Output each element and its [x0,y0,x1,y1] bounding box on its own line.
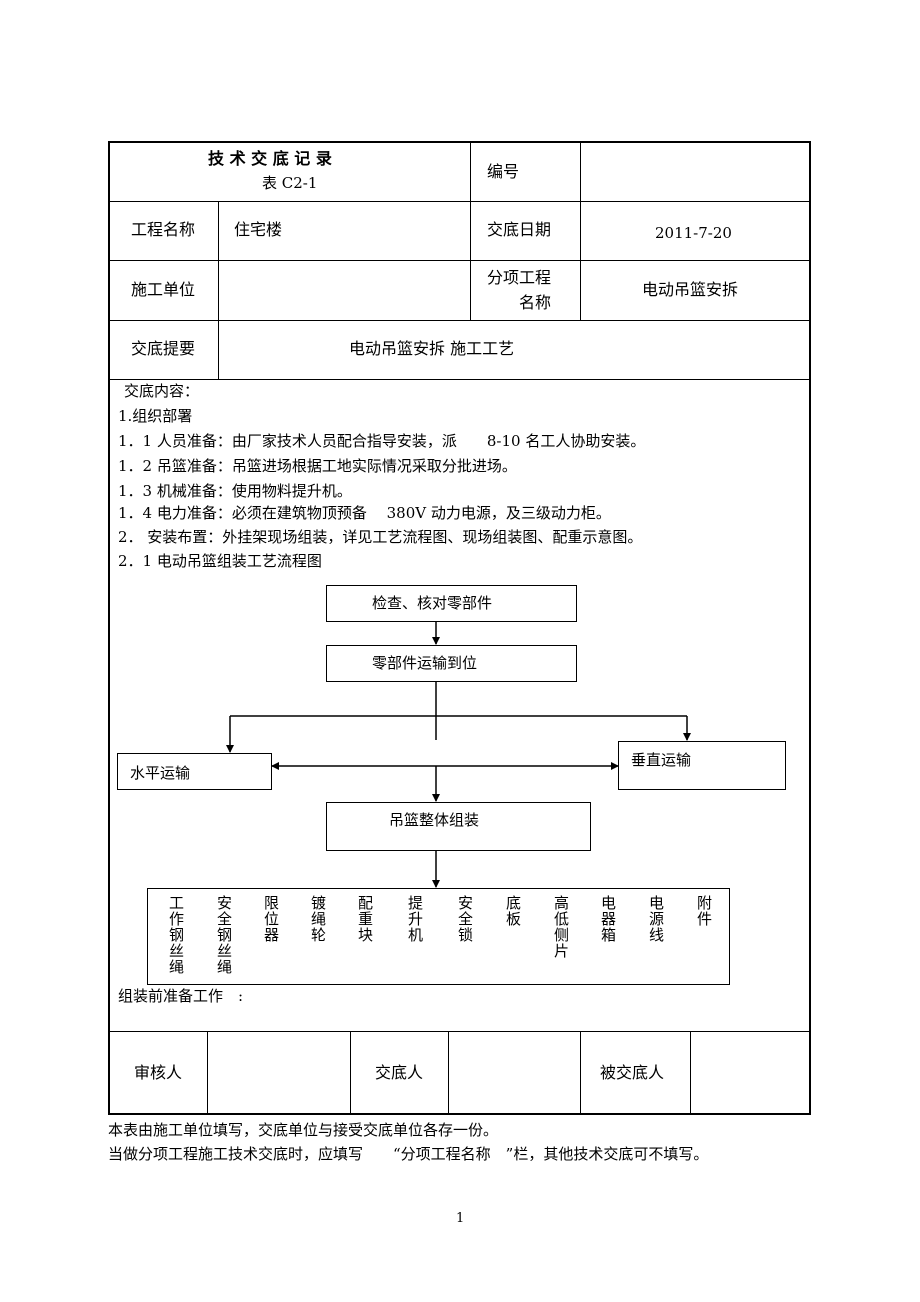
summary-label: 交底提要 [131,339,196,358]
form-code: 表 C2-1 [262,174,318,192]
component-label: 电器箱 [599,895,617,943]
footnote: 本表由施工单位填写，交底单位与接受交底单位各存一份。 [108,1121,499,1139]
component-label: 限位器 [262,895,280,943]
col-divider [350,1031,351,1114]
flow-step-transport-label: 零部件运输到位 [372,654,478,672]
prep-work-label: 组装前准备工作 : [118,987,244,1005]
col-divider [580,1031,581,1114]
component-label: 底板 [504,895,522,927]
component-label: 提升机 [406,895,424,943]
content-line: 2．1 电动吊篮组装工艺流程图 [118,552,322,570]
recipient-label: 被交底人 [600,1063,665,1082]
row-divider [108,260,811,261]
content-line: 1．4 电力准备：必须在建筑物顶预备 380V 动力电源，及三级动力柜。 [118,504,611,522]
flow-step-assembly: 吊篮整体组装 [326,802,591,851]
flow-vertical-transport: 垂直运输 [618,741,786,790]
flow-step-inspect-label: 检查、核对零部件 [372,594,493,612]
col-divider [470,141,471,320]
content-heading: 交底内容： [124,382,200,400]
component-label: 安全锁 [456,895,474,943]
flow-horizontal-transport-label: 水平运输 [130,764,191,782]
form-title: 技 术 交 底 记 录 [208,149,332,168]
col-divider [448,1031,449,1114]
flow-step-inspect: 检查、核对零部件 [326,585,577,622]
content-line: 1.组织部署 [118,407,193,425]
flow-horizontal-transport: 水平运输 [117,753,272,790]
component-label: 配重块 [356,895,374,943]
date-label: 交底日期 [487,220,552,239]
row-divider [108,1031,811,1032]
component-label: 工作钢丝绳 [167,895,185,975]
flow-vertical-transport-label: 垂直运输 [631,751,692,769]
page-number: 1 [456,1211,465,1226]
number-label: 编号 [487,162,520,181]
component-label: 电源线 [647,895,665,943]
table-border-top [108,141,811,143]
table-border-left [108,141,110,1115]
flow-step-assembly-label: 吊篮整体组装 [389,811,480,829]
content-line: 2． 安装布置：外挂架现场组装，详见工艺流程图、现场组装图、配重示意图。 [118,528,643,546]
col-divider [690,1031,691,1114]
table-border-bottom [108,1113,811,1115]
flow-step-transport: 零部件运输到位 [326,645,577,682]
construction-unit-label: 施工单位 [131,280,196,299]
col-divider [207,1031,208,1114]
row-divider [108,379,811,380]
content-line: 1．1 人员准备：由厂家技术人员配合指导安装，派 8-10 名工人协助安装。 [118,432,646,450]
footnote: 当做分项工程施工技术交底时，应填写 “分项工程名称 ”栏，其他技术交底可不填写。 [108,1145,709,1163]
component-label: 附件 [695,895,713,927]
content-line: 1．2 吊篮准备：吊篮进场根据工地实际情况采取分批进场。 [118,457,517,475]
component-label: 镀绳轮 [309,895,327,943]
content-line: 1．3 机械准备：使用物料提升机。 [118,482,352,500]
component-label: 安全钢丝绳 [215,895,233,975]
row-divider [108,201,811,202]
col-divider [218,201,219,379]
date-value[interactable]: 2011-7-20 [655,224,732,242]
sub-project-value[interactable]: 电动吊篮安拆 [642,280,739,299]
project-name-value[interactable]: 住宅楼 [234,220,283,239]
discloser-label: 交底人 [375,1063,424,1082]
sub-project-label-line1: 分项工程 [487,268,552,287]
row-divider [108,320,811,321]
project-name-label: 工程名称 [131,220,196,239]
sub-project-label-line2: 名称 [519,293,552,312]
col-divider [580,141,581,320]
table-border-right [809,141,811,1115]
reviewer-label: 审核人 [134,1063,183,1082]
flow-components: 工作钢丝绳 安全钢丝绳 限位器 镀绳轮 配重块 提升机 安全锁 底板 高低侧片 … [147,888,730,985]
component-label: 高低侧片 [552,895,570,959]
summary-value[interactable]: 电动吊篮安拆 施工工艺 [349,339,515,358]
